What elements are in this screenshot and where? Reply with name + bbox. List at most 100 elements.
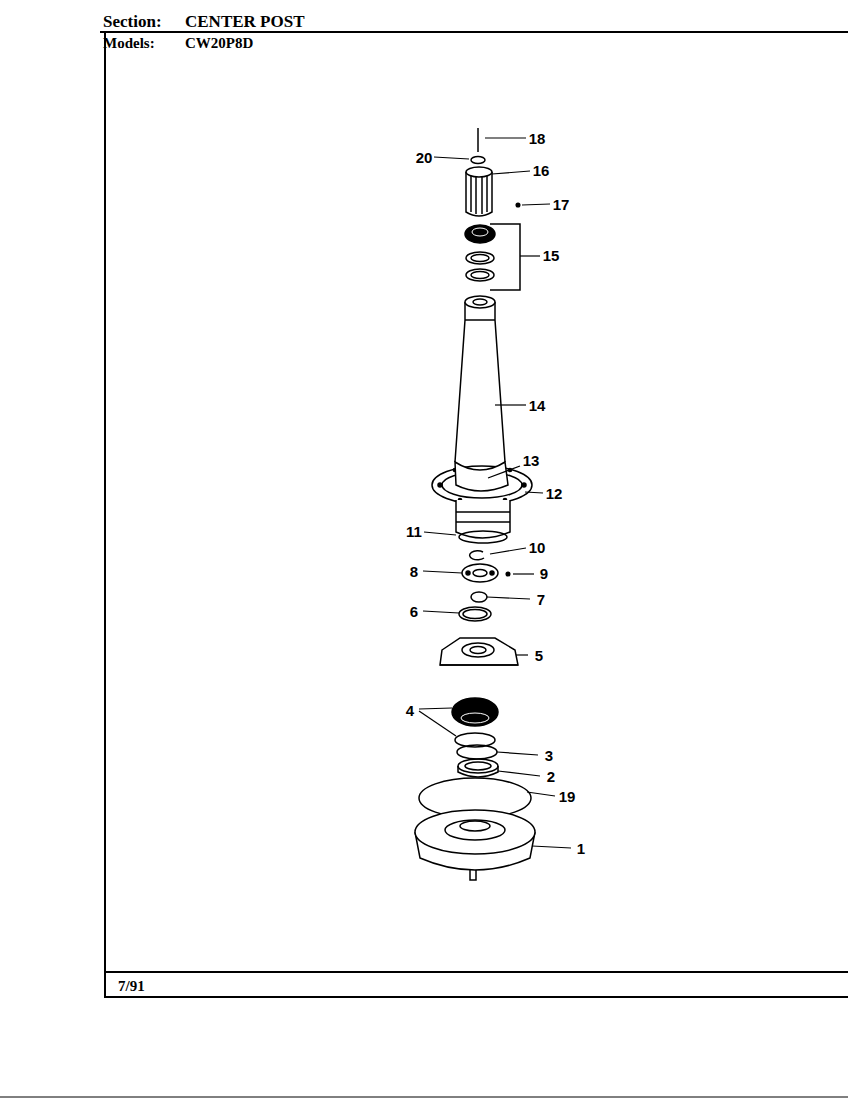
leader-line (497, 752, 538, 755)
leader-line (522, 204, 550, 205)
page-frame (0, 1097, 848, 1098)
part-illustration (456, 521, 510, 523)
part-illustration (490, 571, 494, 575)
part-illustration (415, 128, 535, 880)
callout-number: 6 (410, 604, 418, 619)
part-illustration (470, 870, 476, 880)
date-code: 7/91 (118, 979, 145, 994)
leader-line (488, 466, 520, 478)
leader-line (525, 492, 543, 493)
callout-number: 3 (545, 748, 553, 763)
part-illustration (456, 511, 510, 513)
models-label: Models: (103, 36, 155, 51)
part-illustration (459, 607, 491, 621)
part-illustration (458, 759, 498, 773)
part-illustration (457, 745, 497, 759)
leader-line (419, 708, 452, 709)
part-illustration (465, 296, 495, 308)
callout-number: 12 (546, 486, 563, 501)
callout-number: 9 (540, 566, 548, 581)
part-illustration (462, 643, 494, 657)
callout-number: 5 (535, 648, 543, 663)
part-illustration (452, 698, 498, 726)
part-illustration (471, 157, 485, 164)
leader-line (516, 654, 528, 655)
part-illustration (440, 664, 518, 666)
leader-line (485, 137, 526, 138)
callout-number: 20 (416, 150, 433, 165)
callout-number: 15 (543, 248, 560, 263)
part-illustration (466, 252, 494, 264)
callout-number: 11 (406, 524, 422, 539)
callout-number: 1 (577, 841, 585, 856)
leader-line (419, 138, 571, 848)
part-illustration (445, 820, 505, 840)
page-frame (0, 32, 848, 1097)
part-illustration (470, 551, 484, 560)
part-illustration (466, 269, 494, 281)
part-illustration (516, 203, 520, 207)
part-illustration (471, 272, 489, 279)
leader-line (487, 597, 530, 599)
part-illustration (475, 177, 477, 214)
callout-number: 7 (537, 592, 545, 607)
part-illustration (465, 762, 491, 770)
leader-line (527, 792, 555, 796)
part-illustration (465, 225, 495, 243)
part-illustration (461, 713, 489, 723)
section-name: CENTER POST (185, 13, 305, 30)
part-illustration (462, 564, 498, 582)
page-frame (105, 996, 848, 998)
part-illustration (459, 531, 507, 543)
callout-number: 8 (410, 564, 418, 579)
part-illustration (466, 172, 492, 216)
part-illustration (415, 810, 535, 854)
part-illustration (456, 500, 510, 538)
part-illustration (490, 224, 520, 290)
part-illustration (470, 176, 472, 212)
callout-number: 17 (553, 197, 570, 212)
part-illustration (455, 462, 508, 491)
callout-number: 14 (529, 398, 546, 413)
model-number: CW20P8D (185, 36, 253, 51)
part-illustration (473, 299, 487, 305)
part-illustration (455, 302, 505, 462)
part-illustration (472, 228, 488, 236)
part-illustration (506, 572, 510, 576)
leader-line (495, 404, 526, 405)
callout-number: 2 (547, 769, 555, 784)
callout-number: 13 (523, 453, 540, 468)
leader-line (423, 571, 462, 573)
part-illustration (486, 176, 488, 212)
part-illustration (477, 128, 479, 152)
leader-line (498, 771, 540, 776)
leader-line (532, 846, 571, 848)
leader-line (419, 711, 456, 736)
callout-number: 19 (559, 789, 576, 804)
leader-line (434, 157, 469, 159)
page-frame (105, 971, 848, 973)
callout-number: 4 (406, 703, 414, 718)
page-frame (104, 32, 106, 998)
part-illustration (466, 167, 492, 177)
part-illustration (460, 821, 490, 831)
part-illustration (471, 255, 489, 262)
leader-line (490, 548, 526, 554)
callout-number: 18 (529, 131, 546, 146)
part-illustration (463, 610, 487, 619)
page-frame (100, 31, 848, 33)
leader-line (492, 171, 530, 174)
part-illustration (471, 592, 487, 602)
part-illustration (481, 177, 483, 214)
leader-line (423, 611, 459, 613)
part-illustration (522, 483, 526, 487)
leader-line (520, 255, 540, 256)
part-illustration (465, 319, 495, 321)
part-illustration (438, 483, 442, 487)
leader-line (424, 532, 456, 535)
part-illustration (473, 570, 487, 577)
callout-number: 16 (533, 163, 550, 178)
section-label: Section: (103, 13, 162, 30)
part-illustration (466, 571, 470, 575)
